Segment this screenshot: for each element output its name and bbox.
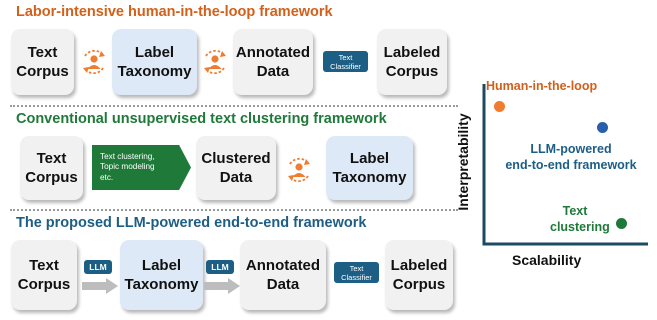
section-title-human-in-the-loop: Labor-intensive human-in-the-loop framew… [16, 4, 333, 20]
section-divider [10, 209, 458, 211]
badge-line: Text [349, 263, 364, 273]
box-line: Corpus [392, 276, 446, 293]
text-clustering-point [616, 218, 627, 229]
arrow-line: Text clustering, [100, 151, 155, 161]
box-line: Taxonomy [332, 169, 407, 186]
human-in-the-loop-label: Human-in-the-loop [486, 79, 598, 93]
box-line: Corpus [16, 63, 69, 80]
box-line: Labeled [383, 44, 441, 61]
x-axis-label: Scalability [512, 252, 582, 268]
human-in-loop-icon [83, 49, 105, 75]
plot-axes [482, 84, 648, 246]
box-line: Taxonomy [117, 63, 192, 80]
box-line: Annotated [235, 44, 311, 61]
human-in-the-loop-point [494, 101, 505, 112]
box-line: Label [141, 257, 182, 274]
llm-powered-point [597, 122, 608, 133]
box-line: Corpus [385, 63, 439, 80]
box-line: Annotated [245, 257, 321, 274]
box-line: Corpus [17, 276, 71, 293]
arrow-line: etc. [100, 172, 114, 182]
section-title-unsupervised-clustering: Conventional unsupervised text clusterin… [16, 111, 387, 127]
label-line: end-to-end framework [505, 158, 637, 172]
box-line: Data [266, 276, 300, 293]
y-axis-label: Interpretability [455, 113, 471, 211]
box-line: Text [27, 44, 58, 61]
llm-powered-label: LLM-powered end-to-end framework [496, 141, 646, 173]
gray-arrow-icon [82, 278, 118, 294]
arrow-line: Topic modeling [100, 162, 155, 172]
text-clustering-label: Text clustering [550, 203, 610, 235]
box-line: Data [256, 63, 290, 80]
label-line: LLM-powered [530, 142, 612, 156]
box-line: Data [219, 169, 253, 186]
box-line: Text [36, 150, 67, 167]
llm-badge: LLM [84, 260, 112, 274]
box-line: Corpus [25, 169, 78, 186]
label-line: clustering [550, 220, 610, 234]
badge-line: Classifier [341, 272, 372, 282]
box-line: Label [134, 44, 175, 61]
section-divider [10, 105, 458, 107]
box-line: Labeled [390, 257, 448, 274]
section-title-llm-powered: The proposed LLM-powered end-to-end fram… [16, 215, 367, 231]
human-in-loop-icon [288, 157, 310, 183]
llm-badge: LLM [206, 260, 234, 274]
gray-arrow-icon [204, 278, 240, 294]
box-line: Clustered [201, 150, 271, 167]
box-line: Taxonomy [124, 276, 199, 293]
box-line: Text [29, 257, 59, 274]
box-line: Label [349, 150, 390, 167]
badge-line: Text [338, 52, 353, 62]
label-line: Text [562, 204, 588, 218]
human-in-loop-icon [204, 49, 226, 75]
badge-line: Classifier [330, 61, 361, 71]
